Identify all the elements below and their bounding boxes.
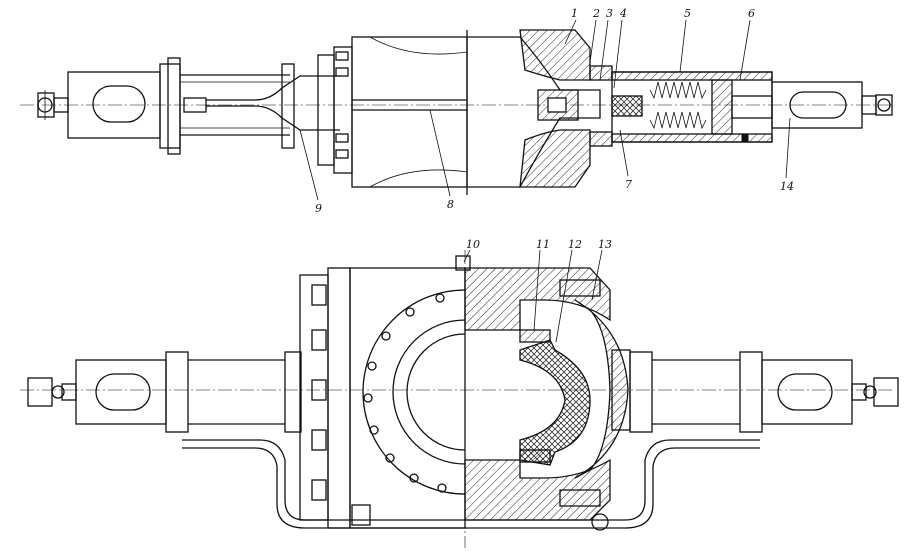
callout-5: 5 xyxy=(684,7,691,20)
top-pipe-lower xyxy=(206,105,340,131)
top-leaders xyxy=(299,19,791,201)
callout-12: 12 xyxy=(568,238,582,251)
bottom-body-left xyxy=(349,255,471,529)
top-left-clevis xyxy=(37,90,69,120)
callout-9: 9 xyxy=(315,202,322,215)
top-right-clevis xyxy=(771,81,893,129)
top-body-section xyxy=(467,29,613,188)
callout-7: 7 xyxy=(625,178,632,191)
callout-8: 8 xyxy=(447,198,454,211)
callout-2: 2 xyxy=(592,7,600,20)
bolt-circle xyxy=(363,293,447,493)
callout-4: 4 xyxy=(619,7,627,20)
top-left-cylinder xyxy=(67,57,295,155)
bottom-front-view xyxy=(20,249,899,548)
callout-6: 6 xyxy=(748,7,755,20)
callout-13: 13 xyxy=(598,238,612,251)
bottom-right-cylinder xyxy=(629,351,853,433)
bottom-right-clevis xyxy=(851,377,899,407)
bottom-flange xyxy=(299,267,351,529)
top-body xyxy=(351,30,468,195)
callout-1: 1 xyxy=(571,7,578,20)
top-section-view xyxy=(20,19,895,201)
bottom-leaders xyxy=(463,249,603,343)
bottom-body-section xyxy=(464,267,631,531)
callout-10: 10 xyxy=(466,238,480,251)
callout-14: 14 xyxy=(780,180,794,193)
bottom-left-clevis xyxy=(27,377,77,407)
callout-11: 11 xyxy=(536,238,550,251)
callout-3: 3 xyxy=(606,7,613,20)
bottom-left-cylinder xyxy=(75,351,302,433)
top-flange xyxy=(317,46,353,174)
top-right-cylinder xyxy=(611,71,773,143)
top-pipe-upper xyxy=(206,75,340,101)
